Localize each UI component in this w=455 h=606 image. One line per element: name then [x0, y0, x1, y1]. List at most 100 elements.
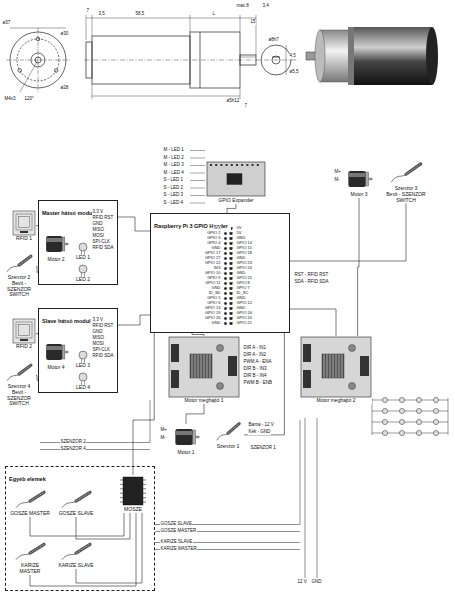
part-label: Motor 4	[43, 365, 69, 371]
board-part: GPIO Expander	[205, 160, 267, 204]
part-label: LED 4	[73, 385, 93, 391]
wire-label: MOSI	[92, 234, 105, 239]
sensor-part: Szenzor 2Bevit - SZENZOR SWITCH	[2, 253, 36, 298]
wire-label: MOSI	[92, 342, 105, 347]
wire-label: ID_SD	[208, 291, 221, 295]
wire-connector	[118, 217, 150, 231]
wire	[40, 400, 317, 578]
wire-label: SZENZOR 1	[250, 446, 276, 451]
led-array	[372, 398, 448, 435]
rfid-icon	[12, 318, 36, 344]
wire-label: GPIO 12	[236, 301, 253, 305]
part-label: Bevit - SZENZOR SWITCH	[2, 281, 36, 298]
motor-part: Motor 1	[172, 424, 200, 456]
sensor-icon	[10, 541, 50, 563]
wire-label: GPIO 15	[236, 246, 253, 250]
wire-label: ø37	[2, 21, 11, 26]
led-icon	[73, 241, 93, 255]
sensor-part: GOSZE SLAVE	[56, 489, 96, 517]
module-title: Egyéb elemek	[6, 475, 49, 483]
wire-label: SZENZOR 2	[60, 440, 86, 445]
module-box: Egyéb elemekMOSZEGOSZE MASTERGOSZE SLAVE…	[5, 466, 155, 591]
wire-label: SPI-CLK	[92, 240, 111, 245]
wire-label: GPIO 25	[236, 276, 253, 280]
wire-label: GND	[92, 222, 103, 227]
wire-label: ID_SC	[236, 291, 249, 295]
wire-label: GPIO 6	[207, 301, 221, 305]
wire-label: 58,5	[135, 12, 145, 17]
wire-label: GPIO 8	[236, 281, 250, 285]
wire-connector	[290, 203, 406, 261]
wire-label: ø8h7	[268, 38, 279, 43]
wire-connector	[244, 333, 284, 435]
wire-label: ø5,5	[289, 70, 299, 75]
wire-label: PWM A - ENA	[243, 360, 272, 365]
wire-connector	[290, 309, 336, 336]
wire-label: GPIO 20	[236, 316, 253, 320]
wire-label: 120°	[24, 97, 34, 102]
wire-label: GPIO 23	[236, 261, 253, 265]
wire-connector	[186, 404, 204, 424]
wire-label: GND	[236, 306, 246, 310]
sensor-icon	[56, 489, 96, 511]
wire-label: SPI-CLK	[92, 348, 111, 353]
wire-label: DIR B - IN3	[243, 367, 267, 372]
wire-label: DIR A - IN2	[243, 353, 267, 358]
wire-label: SZENZOR 4	[60, 447, 86, 452]
module-title: Master hátsó modul	[39, 209, 97, 217]
wire-label: KARIZE SLAVE	[160, 540, 193, 545]
wire-label: RFID RST	[92, 216, 114, 221]
led-icon	[73, 263, 93, 277]
wire-label: GOSZE MASTER	[160, 529, 197, 534]
wire-connector	[192, 333, 204, 336]
motor-icon	[43, 231, 69, 257]
wire-label: 3,4	[262, 4, 269, 9]
wire-label: MISO	[92, 336, 105, 341]
sensor-icon	[212, 420, 244, 444]
sensor-part: GOSZE MASTER	[10, 489, 50, 517]
wire-connector	[118, 315, 150, 325]
wire-label: GPIO 11	[205, 281, 221, 285]
rfid-part: RFID 1	[12, 210, 36, 242]
wire-label: GPIO 18	[236, 251, 253, 255]
part-label: LED 3	[73, 363, 93, 369]
wire-label: GND	[211, 286, 221, 290]
wire-label: GPIO 4	[207, 241, 221, 245]
sensor-icon	[385, 160, 427, 186]
wire-label: GND	[236, 236, 246, 240]
led-part: LED 1	[73, 241, 93, 261]
wire-label: GPIO 10	[204, 271, 221, 275]
wire-label: 3,3 V	[92, 318, 104, 323]
wire-label: S - LED 2	[163, 186, 184, 191]
wire-label: ø5h12	[226, 99, 240, 104]
wire-label: 3V3	[213, 266, 221, 270]
wire-label: 7	[244, 104, 248, 109]
module-title: Slave hátsó modul	[39, 317, 94, 325]
wire-label: 3,3 V	[92, 210, 104, 215]
wire-label: 15	[250, 20, 256, 25]
wire-label: S - LED 4	[163, 201, 184, 206]
part-label: Bevit - SZENZOR SWITCH	[2, 390, 36, 407]
wire-label: M+	[334, 170, 341, 175]
part-label: Motor meghajtó 2	[300, 398, 372, 404]
sensor-part: Szenzor 3Bevit - SZENZOR SWITCH	[385, 160, 427, 203]
motor-icon	[43, 339, 69, 365]
part-label: Motor 1	[172, 450, 200, 456]
motor-part: Motor 4	[43, 339, 69, 371]
part-label: Motor 3	[345, 192, 373, 198]
wire-label: 5V	[236, 226, 242, 230]
wire-label: GPIO 17	[204, 251, 221, 255]
led-part: LED 3	[73, 349, 93, 369]
part-label: GOSZE MASTER	[10, 511, 50, 517]
board-icon	[205, 160, 267, 198]
wire-label: KARIZE MASTER	[160, 547, 197, 552]
wire-label: Kék - GND	[248, 430, 271, 435]
wire-label: 7	[86, 9, 90, 14]
wire-label: 12 V	[297, 580, 307, 585]
sensor-part: KARIZE MASTER	[10, 541, 50, 575]
motor-icon	[345, 166, 373, 192]
part-label: GOSZE SLAVE	[56, 511, 96, 517]
part-label: Szenzor 1	[212, 444, 244, 450]
wire-label: GPIO 2	[207, 231, 221, 235]
